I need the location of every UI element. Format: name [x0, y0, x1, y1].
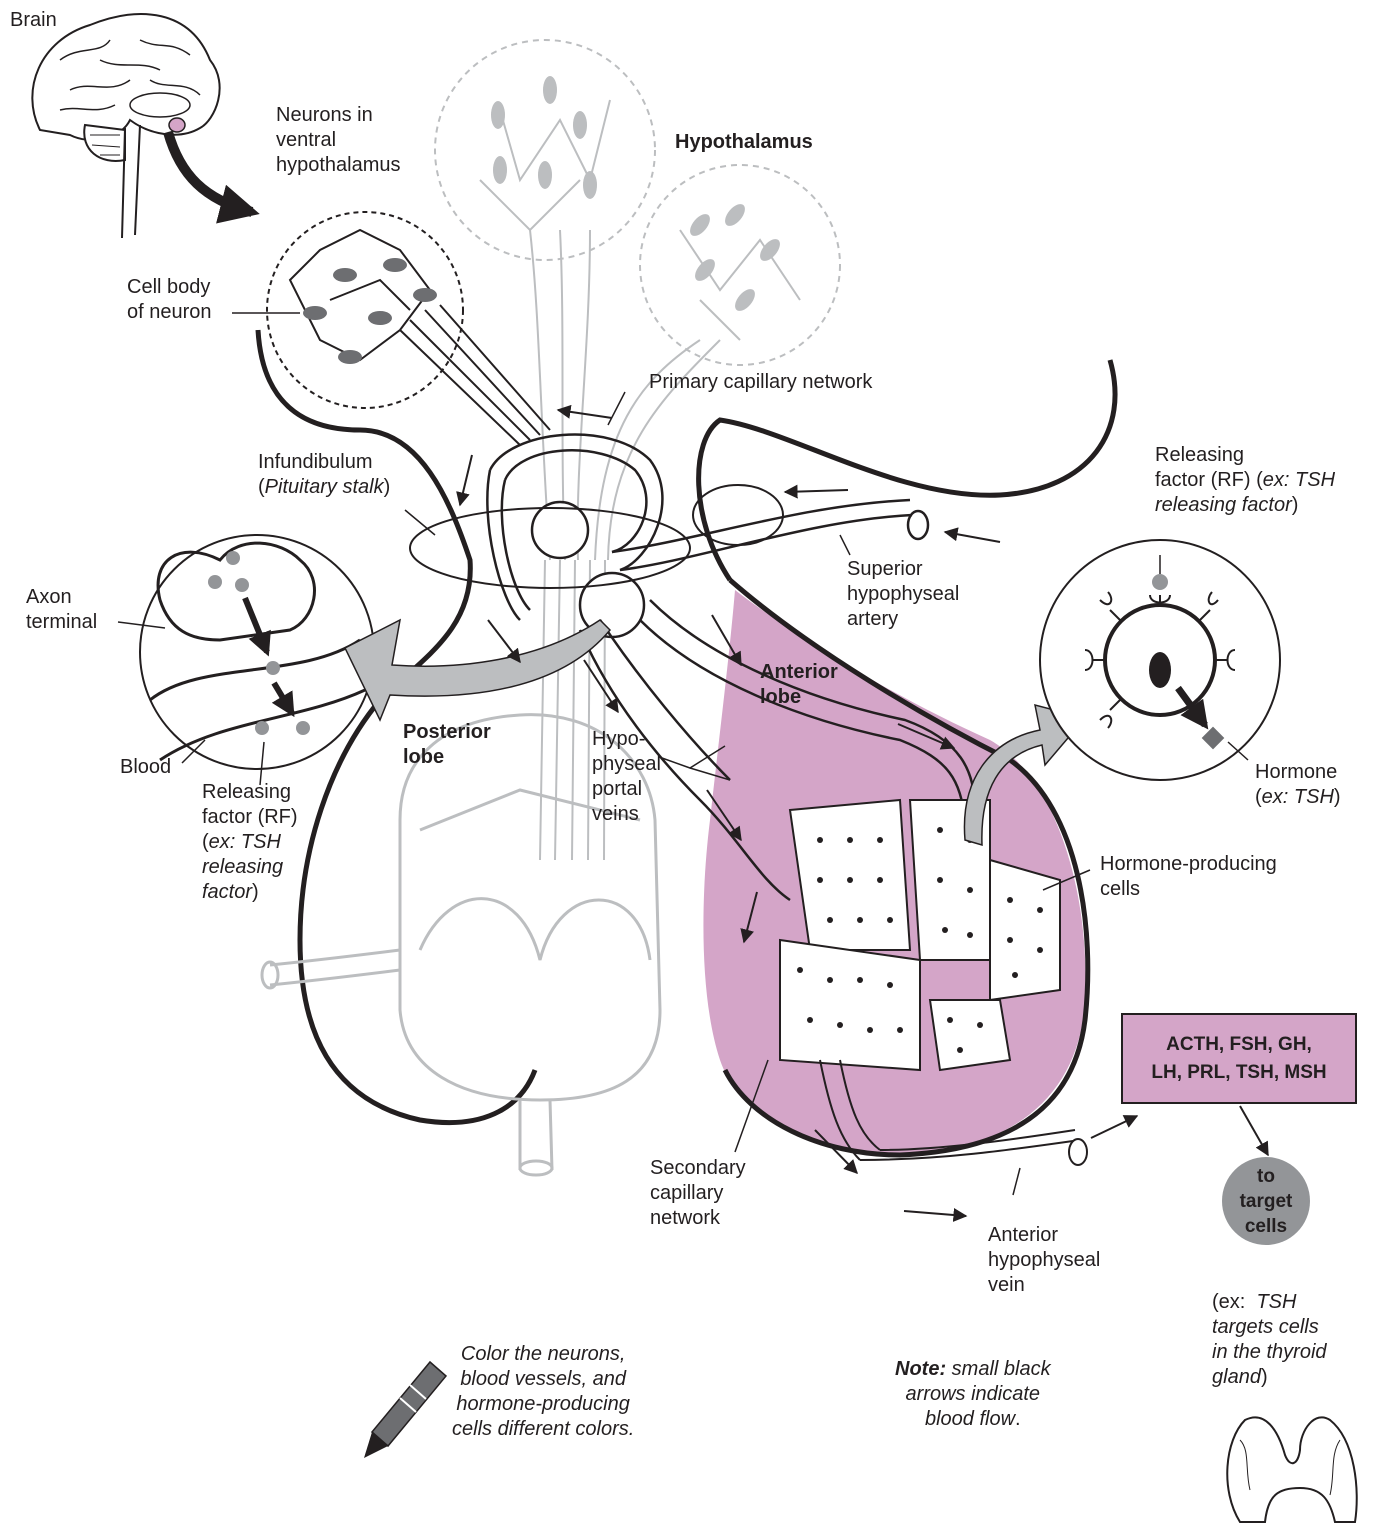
brain-icon	[32, 14, 252, 238]
infundibulum-label: Infundibulum (Pituitary stalk)	[258, 450, 390, 500]
superior-artery-label: Superior hypophyseal artery	[847, 557, 959, 632]
instruction-text: Color the neurons, blood vessels, and ho…	[452, 1342, 634, 1442]
posterior-lobe-label: Posterior lobe	[403, 720, 491, 770]
target-example-label: (ex: TSH targets cells in the thyroid gl…	[1212, 1290, 1327, 1390]
anterior-vein-label: Anterior hypophyseal vein	[988, 1223, 1100, 1298]
crayon-icon	[364, 1362, 446, 1458]
hormones-box: ACTH, FSH, GH, LH, PRL, TSH, MSH	[1121, 1013, 1357, 1104]
rf-right-label: Releasing factor (RF) (ex: TSH releasing…	[1155, 443, 1335, 518]
hypothalamus-label: Hypothalamus	[675, 130, 813, 155]
target-cells-circle: to target cells	[1222, 1157, 1310, 1245]
portal-veins-label: Hypo- physeal portal veins	[592, 727, 661, 827]
anterior-lobe-label: Anterior lobe	[760, 660, 838, 710]
primary-capillary-label: Primary capillary network	[649, 370, 872, 395]
brain-label: Brain	[10, 8, 57, 33]
neurons-ventral-label: Neurons in ventral hypothalamus	[276, 103, 401, 178]
note-text: Note: small black arrows indicate blood …	[895, 1357, 1051, 1432]
zoom-arrow-left	[345, 620, 610, 720]
rf-left-label: Releasing factor (RF) (ex: TSH releasing…	[202, 780, 298, 905]
ventral-neuron-cluster	[232, 212, 550, 445]
hormone-label: Hormone (ex: TSH)	[1255, 760, 1341, 810]
blood-label: Blood	[120, 755, 171, 780]
axon-terminal-zoom	[118, 535, 374, 785]
thyroid-icon	[1227, 1417, 1356, 1522]
secondary-capillary-label: Secondary capillary network	[650, 1156, 746, 1231]
cell-body-label: Cell body of neuron	[127, 275, 212, 325]
pituitary-stalk-label: Pituitary stalk	[265, 476, 384, 498]
target-cell-zoom	[1040, 540, 1280, 780]
hormone-producing-label: Hormone-producing cells	[1100, 852, 1277, 902]
axon-terminal-label: Axon terminal	[26, 585, 97, 635]
